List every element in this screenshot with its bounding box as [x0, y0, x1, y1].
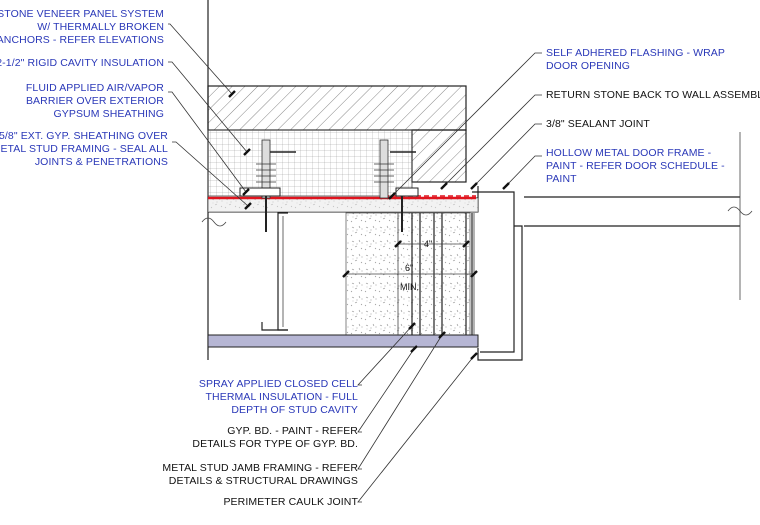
svg-text:2-1/2" RIGID CAVITY INSULATION: 2-1/2" RIGID CAVITY INSULATION — [0, 57, 164, 69]
svg-text:SPRAY APPLIED CLOSED CELL: SPRAY APPLIED CLOSED CELL — [199, 378, 358, 390]
label-sheathing: 5/8" EXT. GYP. SHEATHING OVER METAL STUD… — [0, 130, 168, 168]
svg-text:PERIMETER CAULK JOINT: PERIMETER CAULK JOINT — [223, 496, 358, 508]
dim-6in: 6" — [405, 263, 413, 273]
svg-text:PAINT: PAINT — [546, 173, 577, 185]
svg-text:W/ THERMALLY BROKEN: W/ THERMALLY BROKEN — [37, 21, 164, 33]
label-stone-veneer: STONE VENEER PANEL SYSTEM W/ THERMALLY B… — [0, 8, 164, 46]
svg-text:SELF ADHERED FLASHING - WRAP: SELF ADHERED FLASHING - WRAP — [546, 47, 725, 59]
svg-text:5/8" EXT. GYP. SHEATHING OVER: 5/8" EXT. GYP. SHEATHING OVER — [0, 130, 168, 142]
wall-assembly — [207, 0, 479, 360]
interior-gypsum-board — [207, 334, 479, 348]
dim-4in: 4" — [424, 239, 432, 249]
door-frame-profile — [472, 191, 523, 361]
label-spray-insulation: SPRAY APPLIED CLOSED CELL THERMAL INSULA… — [199, 378, 358, 416]
svg-text:RETURN STONE BACK TO WALL ASSE: RETURN STONE BACK TO WALL ASSEMBLY — [546, 89, 760, 101]
leaders-right-top — [388, 52, 542, 200]
svg-text:JOINTS & PENETRATIONS: JOINTS & PENETRATIONS — [35, 156, 168, 168]
svg-text:FLUID APPLIED AIR/VAPOR: FLUID APPLIED AIR/VAPOR — [26, 82, 164, 94]
label-stud-jamb: METAL STUD JAMB FRAMING - REFER DETAILS … — [162, 462, 358, 487]
label-sealant: 3/8" SEALANT JOINT — [546, 118, 650, 130]
svg-text:ANCHORS - REFER ELEVATIONS: ANCHORS - REFER ELEVATIONS — [0, 34, 164, 46]
stone-veneer-panel — [207, 85, 467, 131]
sheathing-tint — [208, 198, 478, 212]
wall-break-symbol — [201, 217, 227, 227]
dim-min: MIN. — [400, 282, 419, 292]
leaders-bottom — [357, 322, 478, 503]
metal-stud-left-flange — [261, 322, 288, 331]
svg-text:3/8" SEALANT JOINT: 3/8" SEALANT JOINT — [546, 118, 650, 130]
svg-text:METAL STUD FRAMING - SEAL ALL: METAL STUD FRAMING - SEAL ALL — [0, 143, 168, 155]
svg-text:BARRIER OVER EXTERIOR: BARRIER OVER EXTERIOR — [26, 95, 164, 107]
svg-text:DETAILS & STRUCTURAL DRAWINGS: DETAILS & STRUCTURAL DRAWINGS — [169, 475, 358, 487]
label-caulk: PERIMETER CAULK JOINT — [223, 496, 358, 508]
svg-text:PAINT - REFER DOOR SCHEDULE -: PAINT - REFER DOOR SCHEDULE - — [546, 160, 725, 172]
veneer-anchors — [239, 139, 419, 232]
label-rigid-insulation: 2-1/2" RIGID CAVITY INSULATION — [0, 57, 164, 69]
label-flashing: SELF ADHERED FLASHING - WRAP DOOR OPENIN… — [546, 47, 725, 72]
label-door-frame: HOLLOW METAL DOOR FRAME - PAINT - REFER … — [546, 147, 725, 185]
label-gyp-bd: GYP. BD. - PAINT - REFER DETAILS FOR TYP… — [192, 425, 358, 450]
label-fluid-barrier: FLUID APPLIED AIR/VAPOR BARRIER OVER EXT… — [26, 82, 164, 120]
svg-text:THERMAL INSULATION - FULL: THERMAL INSULATION - FULL — [206, 391, 358, 403]
svg-text:DEPTH OF STUD CAVITY: DEPTH OF STUD CAVITY — [231, 404, 358, 416]
rigid-cavity-insulation — [207, 129, 413, 197]
svg-text:DETAILS FOR TYPE OF GYP. BD.: DETAILS FOR TYPE OF GYP. BD. — [192, 438, 358, 450]
label-return-stone: RETURN STONE BACK TO WALL ASSEMBLY — [546, 89, 760, 101]
hollow-metal-door-frame — [472, 186, 523, 361]
svg-text:DOOR OPENING: DOOR OPENING — [546, 60, 630, 72]
door-break-symbol — [727, 206, 753, 216]
door-leaf — [524, 132, 753, 300]
svg-text:GYP. BD. - PAINT - REFER: GYP. BD. - PAINT - REFER — [227, 425, 358, 437]
svg-text:GYPSUM SHEATHING: GYPSUM SHEATHING — [53, 108, 164, 120]
svg-text:HOLLOW METAL DOOR FRAME -: HOLLOW METAL DOOR FRAME - — [546, 147, 712, 159]
return-stone — [411, 129, 467, 183]
dimension-lines: 4" 6" MIN. — [342, 213, 478, 335]
leaders-left — [168, 23, 252, 210]
svg-text:STONE VENEER PANEL SYSTEM: STONE VENEER PANEL SYSTEM — [0, 8, 164, 20]
svg-text:METAL STUD JAMB FRAMING - REFE: METAL STUD JAMB FRAMING - REFER — [162, 462, 358, 474]
